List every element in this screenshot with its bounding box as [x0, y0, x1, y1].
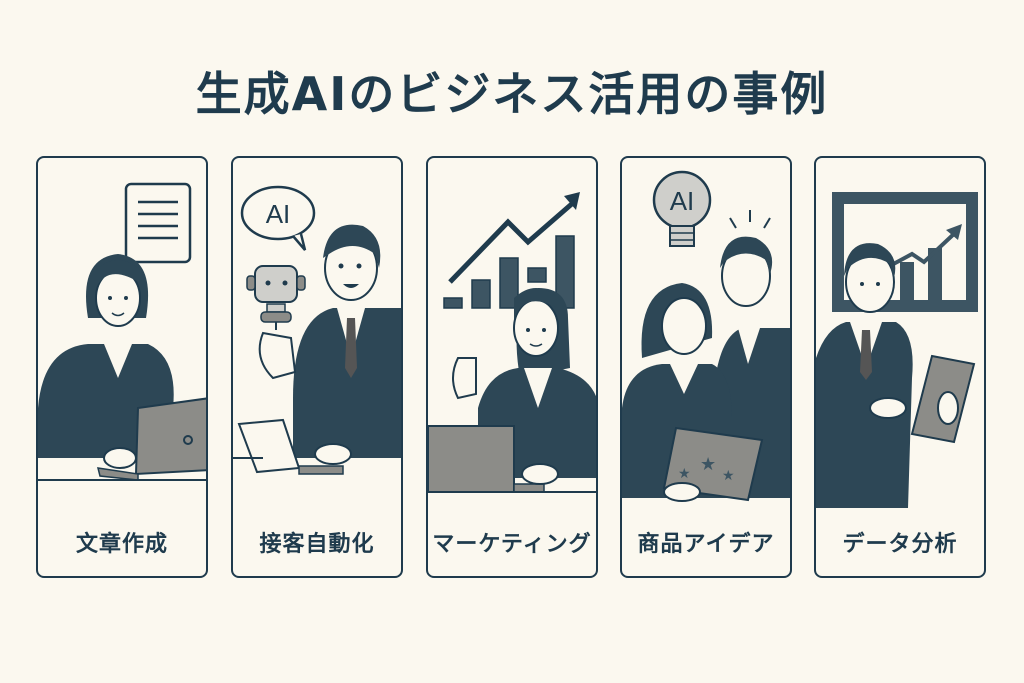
star-tablet-icon: ★ ★ ★ — [662, 426, 764, 502]
svg-text:★: ★ — [700, 454, 716, 475]
card-label: 文章作成 — [75, 532, 168, 557]
product-ideas-illustration: AI ★ ★ ★ — [622, 170, 790, 502]
svg-text:★: ★ — [678, 466, 691, 482]
card-label: 接客自動化 — [259, 532, 375, 557]
writing-illustration — [38, 182, 206, 481]
card-product-ideas: AI ★ ★ ★ 商品アイデア — [620, 156, 792, 578]
card-data-analysis: データ分析 — [814, 156, 986, 578]
robot-icon — [246, 265, 306, 330]
laptop-icon — [428, 425, 559, 493]
card-marketing: マーケティング — [426, 156, 598, 578]
document-icon — [124, 182, 192, 264]
man-figure — [816, 243, 913, 508]
page-title: 生成AIのビジネス活用の事例 — [195, 67, 829, 121]
idea-spark-lines — [729, 210, 771, 229]
card-label: データ分析 — [842, 532, 958, 557]
customer-service-illustration: AI — [233, 185, 401, 475]
svg-text:★: ★ — [722, 468, 735, 484]
card-writing: 文章作成 — [36, 156, 208, 578]
svg-text:AI: AI — [670, 186, 695, 216]
man-figure — [258, 224, 401, 458]
ai-lightbulb-icon: AI — [652, 170, 712, 247]
data-analysis-illustration — [816, 192, 978, 508]
card-label: マーケティング — [432, 532, 592, 557]
svg-text:AI: AI — [266, 199, 291, 229]
card-label: 商品アイデア — [637, 532, 775, 557]
speech-bubble-icon: AI — [240, 185, 316, 251]
growth-chart-icon — [443, 192, 580, 309]
card-customer-service: AI 接客自動化 — [231, 156, 403, 578]
tablet-icon — [869, 354, 976, 444]
marketing-illustration — [428, 192, 596, 493]
